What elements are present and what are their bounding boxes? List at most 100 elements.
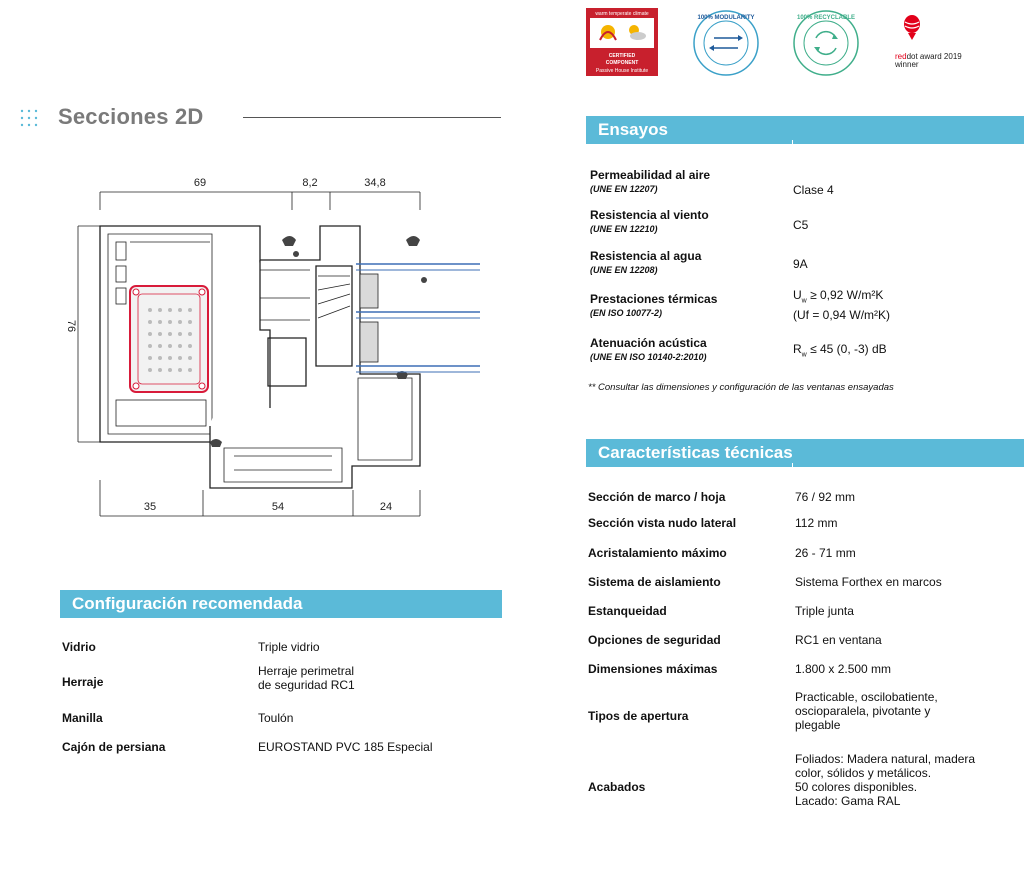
ensayo-value-viento: C5 [793,218,809,232]
reddot-red: red [895,52,907,61]
band-tick [792,140,793,145]
config-label-herraje: Herraje [62,675,104,689]
ensayo-acustica-title: Atenuación acústica [590,336,707,350]
carac-label-acabados: Acabados [588,780,646,794]
ensayos-heading: Ensayos [586,116,1024,145]
recyclable-logo: 100% RECYCLABLE [790,8,862,78]
carac-apertura-l2: oscioparalela, pivotante y [795,704,931,718]
config-value-herraje-l1: Herraje perimetral [258,664,355,678]
dim-bottom-24: 24 [380,501,392,513]
ensayo-label-termicas: Prestaciones térmicas (EN ISO 10077-2) [590,292,717,320]
passive-house-certified-logo: warm temperate climate CERTIFIED COMPONE… [586,8,658,76]
dim-top-34-8: 34,8 [364,177,385,189]
configuracion-heading-text: Configuración recomendada [72,594,303,613]
config-value-cajon: EUROSTAND PVC 185 Especial [258,740,433,754]
dots-icon [20,109,38,127]
section-title: Secciones 2D [58,104,204,129]
triple-glazing [356,263,480,373]
ensayo-value-aire: Clase 4 [793,183,834,197]
carac-label-acristalamiento: Acristalamiento máximo [588,546,727,560]
gaskets [210,236,427,447]
ensayo-label-viento: Resistencia al viento (UNE EN 12210) [590,208,709,236]
carac-value-estanqueidad: Triple junta [795,604,854,618]
modularity-logo: 100% MODULARITY [690,8,762,78]
dim-bottom-54: 54 [272,501,284,513]
carac-label-seguridad: Opciones de seguridad [588,633,721,647]
dim-top-69: 69 [194,177,206,189]
config-value-manilla: Toulón [258,711,294,725]
carac-acabados-l2: color, sólidos y metálicos. [795,766,932,780]
ensayo-termicas-uf: (Uf = 0,94 W/m²K) [793,308,891,323]
config-value-herraje-l2: de seguridad RC1 [258,678,355,692]
reddot-caption: reddot award 2019 winner [895,53,962,69]
ensayo-acustica-r: R [793,342,802,356]
carac-value-seguridad: RC1 en ventana [795,633,882,647]
ensayo-label-agua: Resistencia al agua (UNE EN 12208) [590,249,701,277]
configuracion-heading: Configuración recomendada [60,590,502,618]
carac-value-nudo: 112 mm [795,516,838,530]
ensayo-viento-title: Resistencia al viento [590,208,709,222]
carac-value-apertura: Practicable, oscilobatiente, oscioparale… [795,690,938,732]
carac-label-estanqueidad: Estanqueidad [588,604,667,618]
cert-line1: warm temperate climate [595,11,649,17]
carac-label-nudo: Sección vista nudo lateral [588,516,737,530]
recyclable-text: 100% RECYCLABLE [797,15,855,21]
carac-apertura-l3: plegable [795,718,841,732]
ensayo-termicas-u: U [793,288,802,302]
carac-value-acabados: Foliados: Madera natural, madera color, … [795,752,975,808]
ensayo-termicas-title: Prestaciones térmicas [590,292,718,306]
ensayos-heading-text: Ensayos [598,120,668,139]
section-divider [243,117,501,118]
ensayo-termicas-norm: (EN ISO 10077-2) [590,308,663,318]
reddot-dot: dot [906,52,918,61]
carac-label-apertura: Tipos de apertura [588,709,689,723]
carac-acabados-l3: 50 colores disponibles. [795,780,918,794]
reddot-logo [900,14,924,42]
carac-label-seccion: Sección de marco / hoja [588,490,726,504]
carac-label-aislamiento: Sistema de aislamiento [588,575,721,589]
ensayo-aire-norm: (UNE EN 12207) [590,184,658,194]
cert-line2: CERTIFIED [609,53,636,59]
config-label-vidrio: Vidrio [62,640,96,654]
config-label-manilla: Manilla [62,711,103,725]
dim-left-76: 76 [65,320,77,332]
config-value-vidrio: Triple vidrio [258,640,320,654]
ensayo-value-acustica: Rw ≤ 45 (0, -3) dB [793,342,887,362]
caracteristicas-heading-text: Características técnicas [598,443,793,462]
ensayo-label-acustica: Atenuación acústica (UNE EN ISO 10140-2:… [590,336,707,364]
carac-value-aislamiento: Sistema Forthex en marcos [795,575,942,589]
carac-label-dimensiones: Dimensiones máximas [588,662,718,676]
window-section-drawing: 69 8,2 34,8 76 35 54 24 [65,177,480,517]
ensayo-aire-title: Permeabilidad al aire [590,168,711,182]
carac-acabados-l4: Lacado: Gama RAL [795,794,901,808]
reddot-winner: winner [895,60,919,69]
ensayo-acustica-norm: (UNE EN ISO 10140-2:2010) [590,352,707,362]
ensayos-note: ** Consultar las dimensiones y configura… [588,382,894,393]
carac-value-acristalamiento: 26 - 71 mm [795,546,856,560]
reddot-rest: award 2019 [917,52,962,61]
ensayo-termicas-val: ≥ 0,92 W/m²K [806,288,884,302]
ensayo-agua-norm: (UNE EN 12208) [590,265,658,275]
band-tick [792,463,793,468]
config-label-cajon: Cajón de persiana [62,740,166,754]
dim-bottom-35: 35 [144,501,156,513]
carac-value-dimensiones: 1.800 x 2.500 mm [795,662,892,676]
steel-reinforcement [129,285,209,393]
carac-acabados-l1: Foliados: Madera natural, madera [795,752,976,766]
ensayo-viento-norm: (UNE EN 12210) [590,224,658,234]
cert-line3: COMPONENT [606,60,639,66]
ensayo-label-aire: Permeabilidad al aire (UNE EN 12207) [590,168,710,196]
ensayo-acustica-sub: w [801,351,807,359]
ensayo-value-agua: 9A [793,257,808,271]
cert-line4: Passive House Institute [596,68,648,74]
ensayo-agua-title: Resistencia al agua [590,249,702,263]
dim-top-8-2: 8,2 [302,177,317,189]
ensayo-value-termicas: Uw ≥ 0,92 W/m²K (Uf = 0,94 W/m²K) [793,288,890,322]
ensayo-acustica-val: ≤ 45 (0, -3) dB [806,342,887,356]
config-value-herraje: Herraje perimetral de seguridad RC1 [258,664,355,692]
modularity-text: 100% MODULARITY [697,15,754,21]
carac-apertura-l1: Practicable, oscilobatiente, [795,690,938,704]
caracteristicas-heading: Características técnicas [586,439,1024,468]
ensayo-termicas-sub: w [801,297,807,305]
carac-value-seccion: 76 / 92 mm [795,490,856,504]
